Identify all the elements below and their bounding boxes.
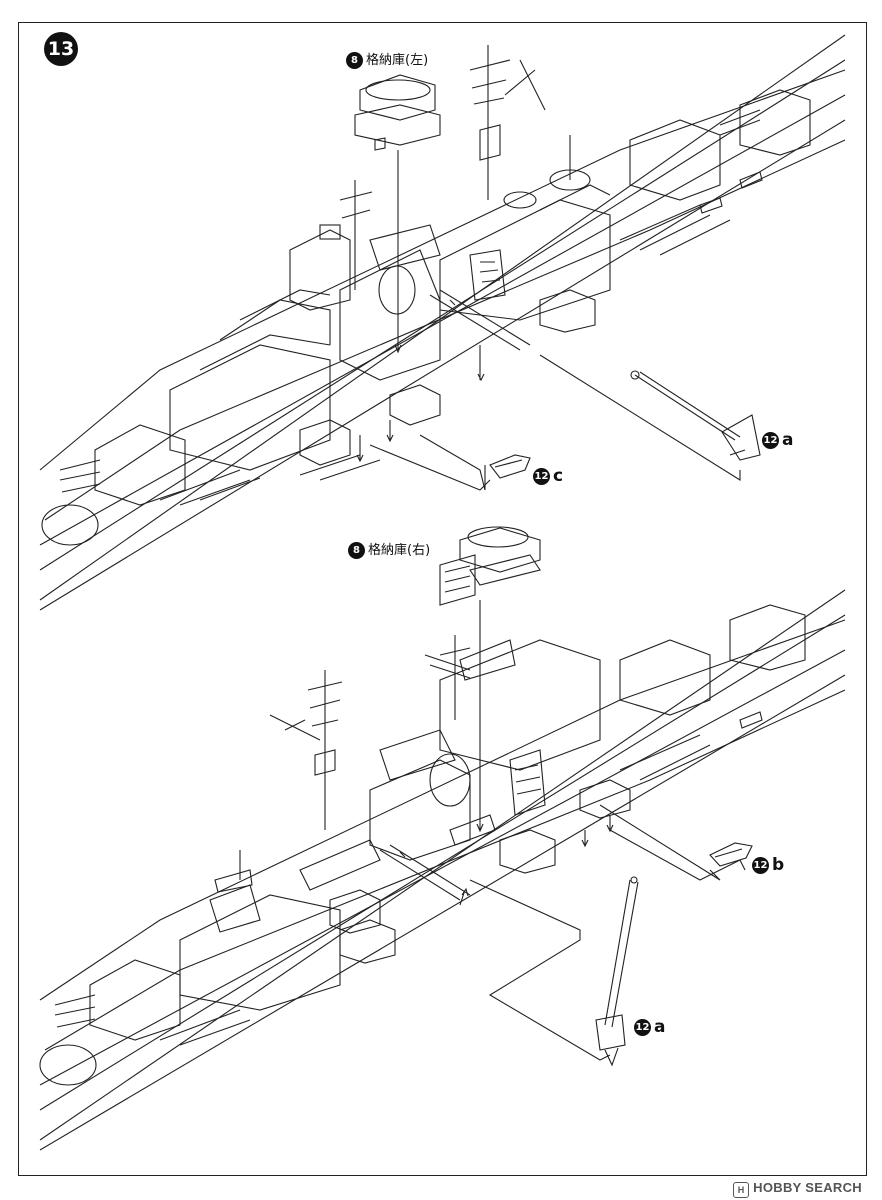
top-ship-superstructure — [41, 89, 811, 546]
part-suffix: a — [782, 430, 794, 450]
top-ship-hull — [39, 34, 846, 611]
watermark-logo-icon: H — [733, 1182, 750, 1198]
part-number-badge: 8 — [346, 52, 363, 69]
bottom-ship-boat-part — [709, 842, 753, 867]
instruction-sheet-frame — [18, 22, 867, 1176]
bottom-ship-hangar-part — [439, 526, 541, 606]
part-number-badge: 8 — [348, 542, 365, 559]
top-ship-masts — [339, 45, 571, 290]
bottom-ship-leader-lines — [459, 600, 746, 1061]
bottom-ship-superstructure — [39, 604, 806, 1086]
part-number-badge: 12 — [752, 856, 769, 874]
part-number-badge: 12 — [533, 467, 550, 485]
step-number-badge: 13 — [44, 32, 78, 66]
part-suffix: a — [654, 1017, 666, 1037]
bottom-ship-crane-part — [595, 876, 639, 1067]
part-number-badge: 12 — [762, 431, 779, 449]
bottom-ship-masts — [239, 635, 471, 880]
callout-hangar-left-text: 格納庫(左) — [366, 53, 429, 68]
callout-hangar-right-text: 格納庫(右) — [368, 543, 431, 558]
top-ship-leader-lines — [356, 150, 741, 491]
part-number-badge: 12 — [634, 1018, 651, 1036]
part-suffix: c — [553, 466, 564, 486]
top-ship-boat-part — [489, 454, 531, 479]
bottom-ship-hull — [39, 589, 846, 1151]
top-ship-crane-part — [630, 370, 761, 461]
top-ship-hangar-part — [354, 74, 441, 151]
part-suffix: b — [772, 855, 785, 875]
watermark-text: HOBBY SEARCH — [753, 1180, 862, 1195]
